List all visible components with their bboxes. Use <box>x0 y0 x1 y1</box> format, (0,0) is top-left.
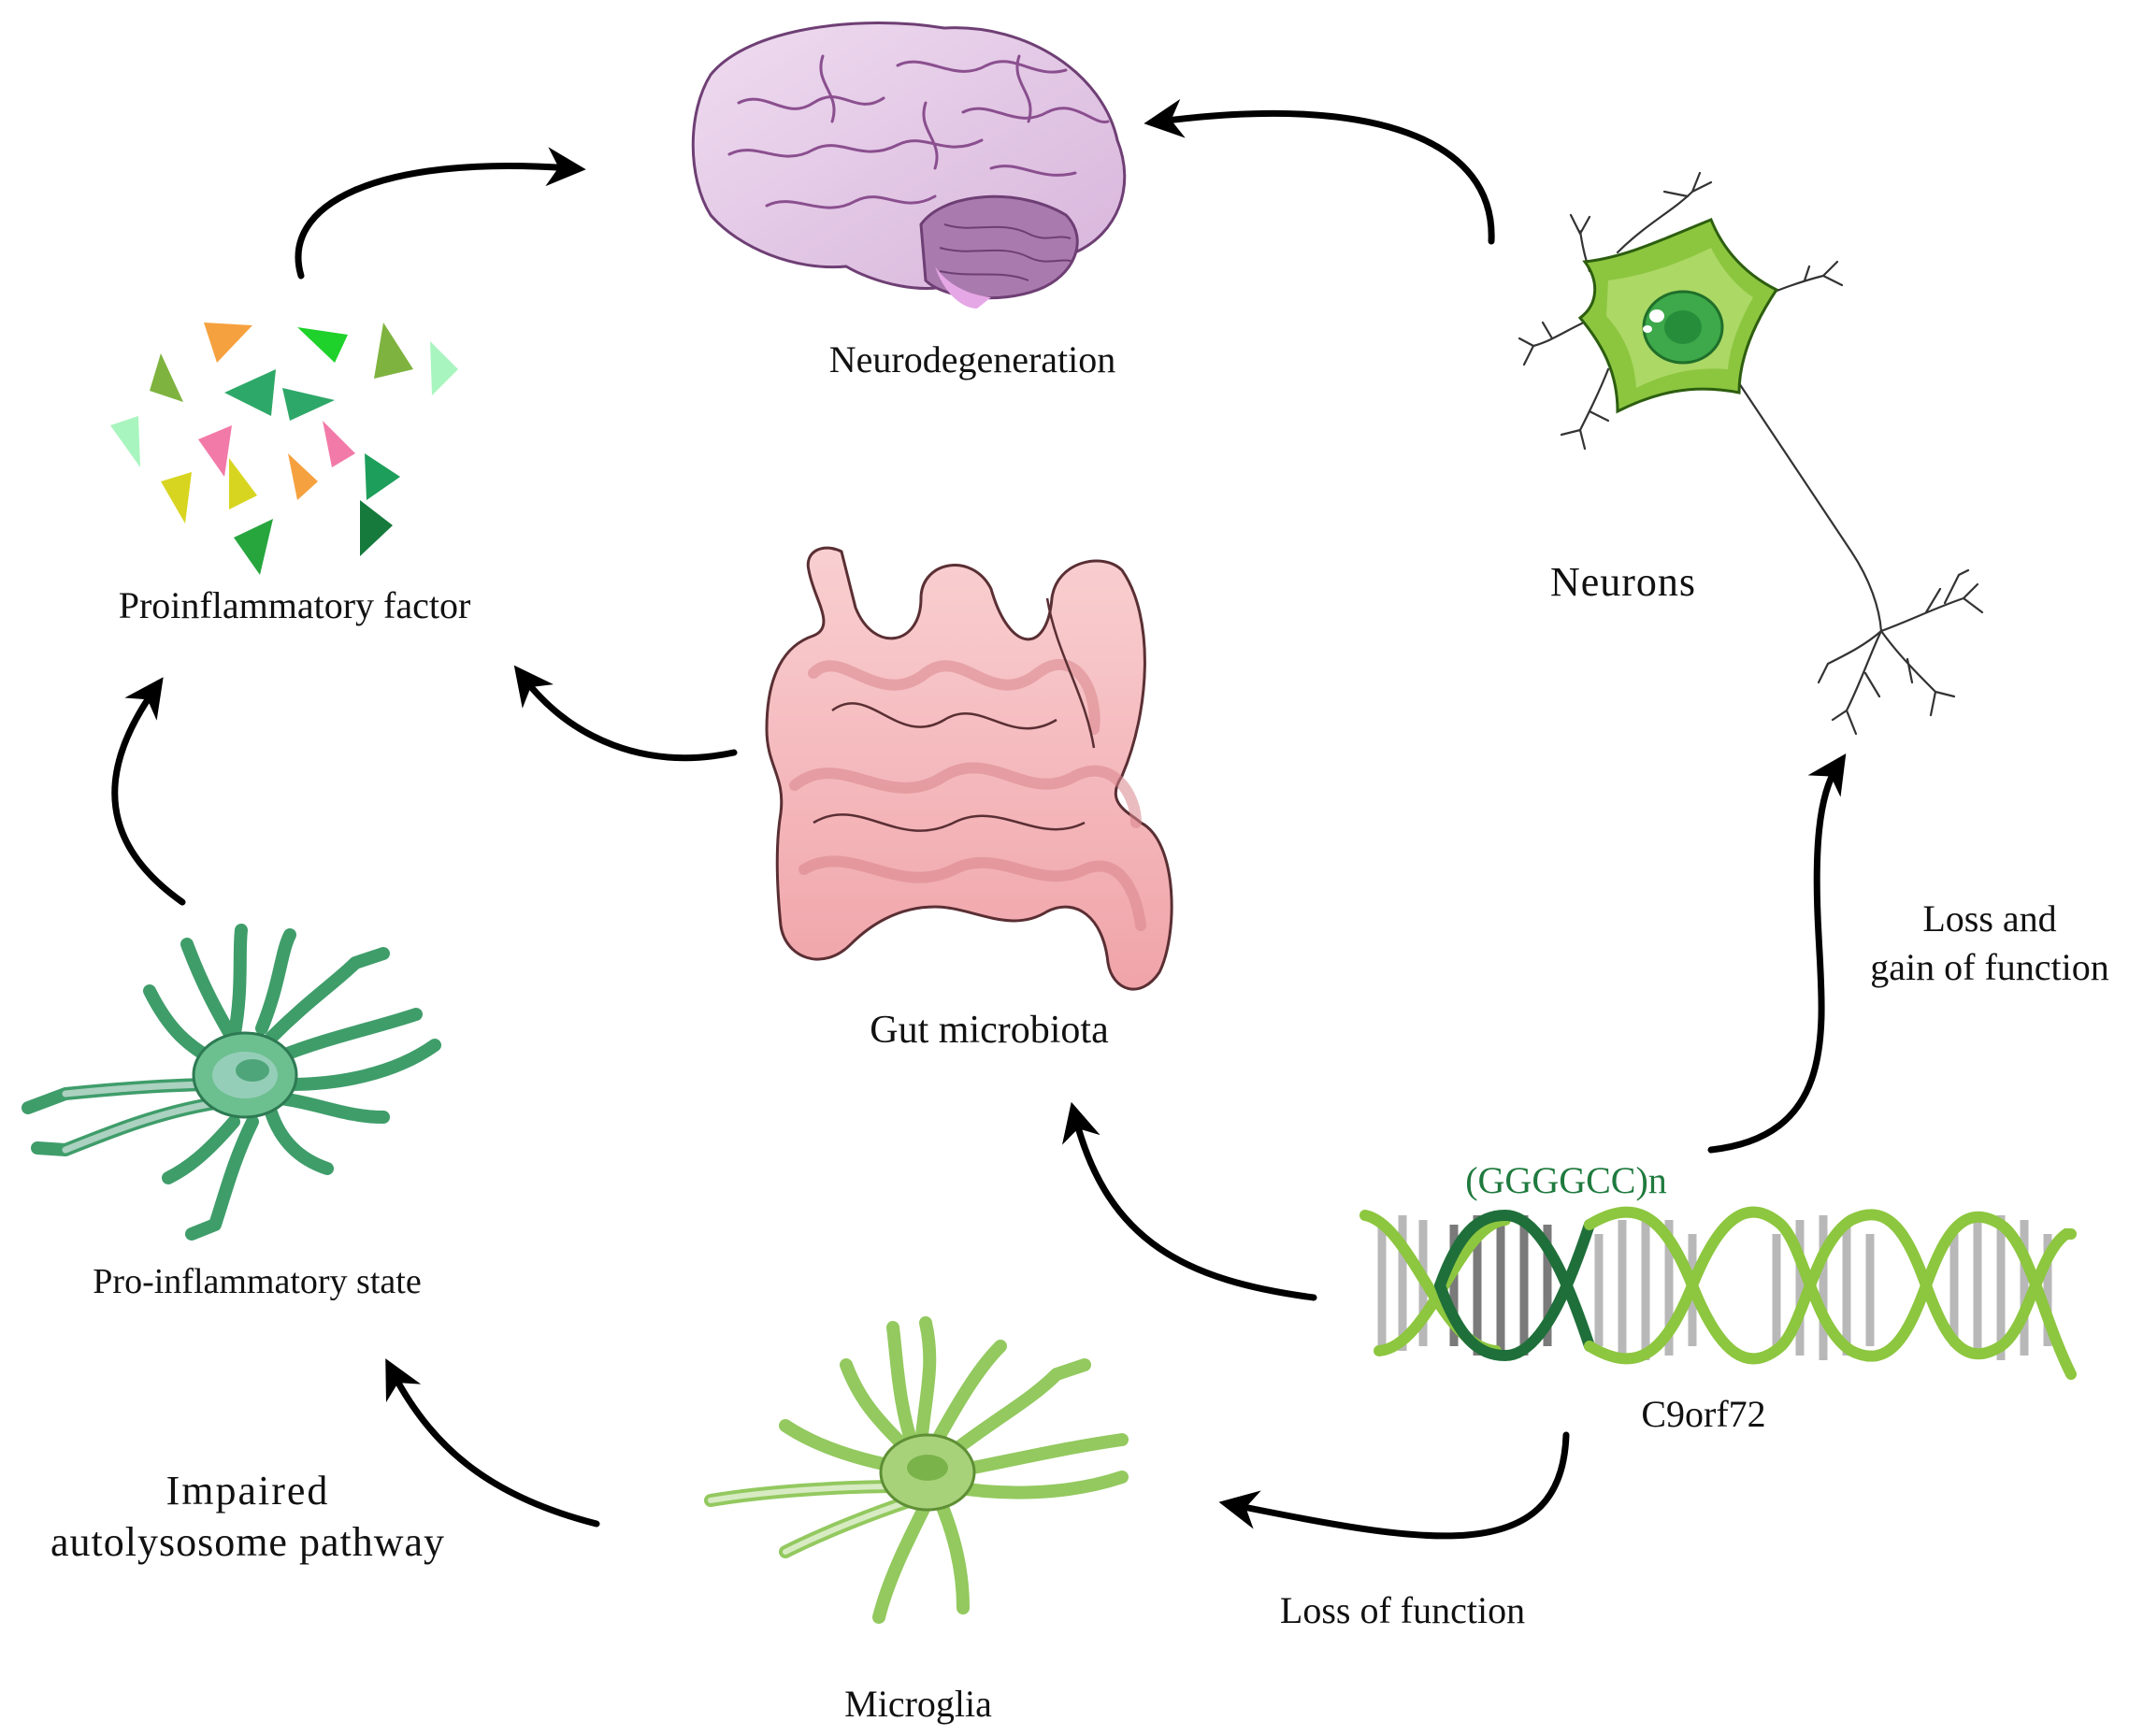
label-repeat-sequence: (GGGGCC)n <box>1465 1159 1667 1201</box>
label-gut-microbiota: Gut microbiota <box>870 1009 1109 1052</box>
arrow-dna-to-gut <box>1062 1101 1317 1301</box>
arrow-dna-to-microglia <box>1218 1431 1570 1540</box>
arrows <box>111 98 1847 1540</box>
label-neurodegeneration: Neurodegeneration <box>828 338 1116 380</box>
arrow-dna-to-neurons <box>1707 753 1847 1154</box>
arrow-factor-to-brain <box>295 147 586 280</box>
label-loss-and-gain-line1: Loss and <box>1922 897 2057 940</box>
label-loss-and-gain-line2: gain of function <box>1870 946 2109 988</box>
label-impaired-line1: Impaired <box>165 1468 330 1514</box>
label-loss-of-function: Loss of function <box>1279 1589 1526 1631</box>
dna-illustration <box>1359 1206 2077 1380</box>
label-microglia: Microglia <box>844 1683 992 1725</box>
arrow-state-to-factor <box>111 677 186 906</box>
microglia-illustration <box>704 1316 1129 1624</box>
brain-illustration <box>691 21 1127 308</box>
proinflammatory-triangles <box>110 323 458 575</box>
label-gene-c9orf72: C9orf72 <box>1641 1393 1766 1435</box>
label-neurons: Neurons <box>1549 559 1697 605</box>
gut-illustration <box>765 546 1173 991</box>
arrow-microglia-to-state <box>385 1358 600 1528</box>
label-impaired-line2: autolysosome pathway <box>50 1519 446 1565</box>
arrow-neurons-to-brain <box>1144 98 1495 245</box>
label-pro-inflammatory-state: Pro-inflammatory state <box>93 1262 422 1301</box>
neuron-illustration <box>1518 171 1984 736</box>
label-proinflammatory-factor: Proinflammatory factor <box>118 584 471 626</box>
activated-microglia-illustration <box>22 924 441 1241</box>
arrow-gut-to-factor <box>513 665 738 762</box>
